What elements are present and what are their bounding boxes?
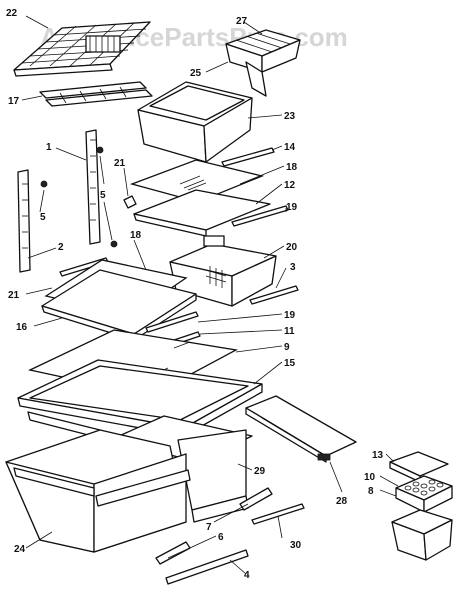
callout-16: 16 xyxy=(16,322,28,333)
callout-4: 4 xyxy=(244,570,250,581)
callout-labels: 22 17 27 25 23 1 5 5 21 14 18 12 19 20 3… xyxy=(6,8,384,581)
callout-25: 25 xyxy=(190,68,202,79)
callout-2: 2 xyxy=(58,242,64,253)
callout-8: 8 xyxy=(368,486,374,497)
callout-5-right: 5 xyxy=(100,190,106,201)
glass-shelf-large-part xyxy=(17,329,263,439)
callout-7: 7 xyxy=(206,522,212,533)
callout-17: 17 xyxy=(8,96,20,107)
callout-27: 27 xyxy=(236,16,248,27)
crisper-drawer-front-part xyxy=(5,429,191,553)
dairy-bin-part xyxy=(225,29,301,97)
callout-14: 14 xyxy=(284,142,296,153)
callout-9: 9 xyxy=(284,342,290,353)
shelf-rail-part xyxy=(39,81,153,107)
shelf-bracket-part xyxy=(17,129,118,273)
callout-15: 15 xyxy=(284,358,296,369)
callout-5-left: 5 xyxy=(40,212,46,223)
callout-19-lower: 19 xyxy=(284,310,296,321)
glass-shelf-upper-part xyxy=(123,159,271,237)
rail-part-19a xyxy=(231,205,289,227)
callout-6: 6 xyxy=(218,532,224,543)
rail-part-4 xyxy=(165,549,249,585)
callout-11: 11 xyxy=(284,326,295,337)
crisper-drawer-small-part xyxy=(169,235,277,307)
egg-bin-part xyxy=(389,451,453,561)
callout-24: 24 xyxy=(14,544,26,555)
wire-shelf-part xyxy=(13,21,151,77)
callout-12: 12 xyxy=(284,180,296,191)
callout-19-upper: 19 xyxy=(286,202,298,213)
callout-22: 22 xyxy=(6,8,18,19)
glass-shelf-middle-part xyxy=(41,257,197,341)
rail-part-19b xyxy=(145,311,199,333)
meat-pan-part xyxy=(137,81,253,163)
rail-part-3 xyxy=(249,285,299,305)
callout-1: 1 xyxy=(46,142,52,153)
callout-21-upper: 21 xyxy=(114,158,126,169)
callout-29: 29 xyxy=(254,466,266,477)
callout-30: 30 xyxy=(290,540,302,551)
callout-28: 28 xyxy=(336,496,348,507)
leader-lines xyxy=(21,15,399,575)
callout-23: 23 xyxy=(284,111,296,122)
cover-panel-part xyxy=(245,395,357,463)
callout-20: 20 xyxy=(286,242,298,253)
callout-21-lower: 21 xyxy=(8,290,20,301)
rail-part-30 xyxy=(251,503,305,525)
drawer-slide-part xyxy=(155,487,273,565)
callout-18-upper: 18 xyxy=(286,162,298,173)
callout-10: 10 xyxy=(364,472,376,483)
callout-18-lower: 18 xyxy=(130,230,142,241)
callout-13: 13 xyxy=(372,450,384,461)
callout-3: 3 xyxy=(290,262,296,273)
rail-part-14 xyxy=(221,147,275,167)
